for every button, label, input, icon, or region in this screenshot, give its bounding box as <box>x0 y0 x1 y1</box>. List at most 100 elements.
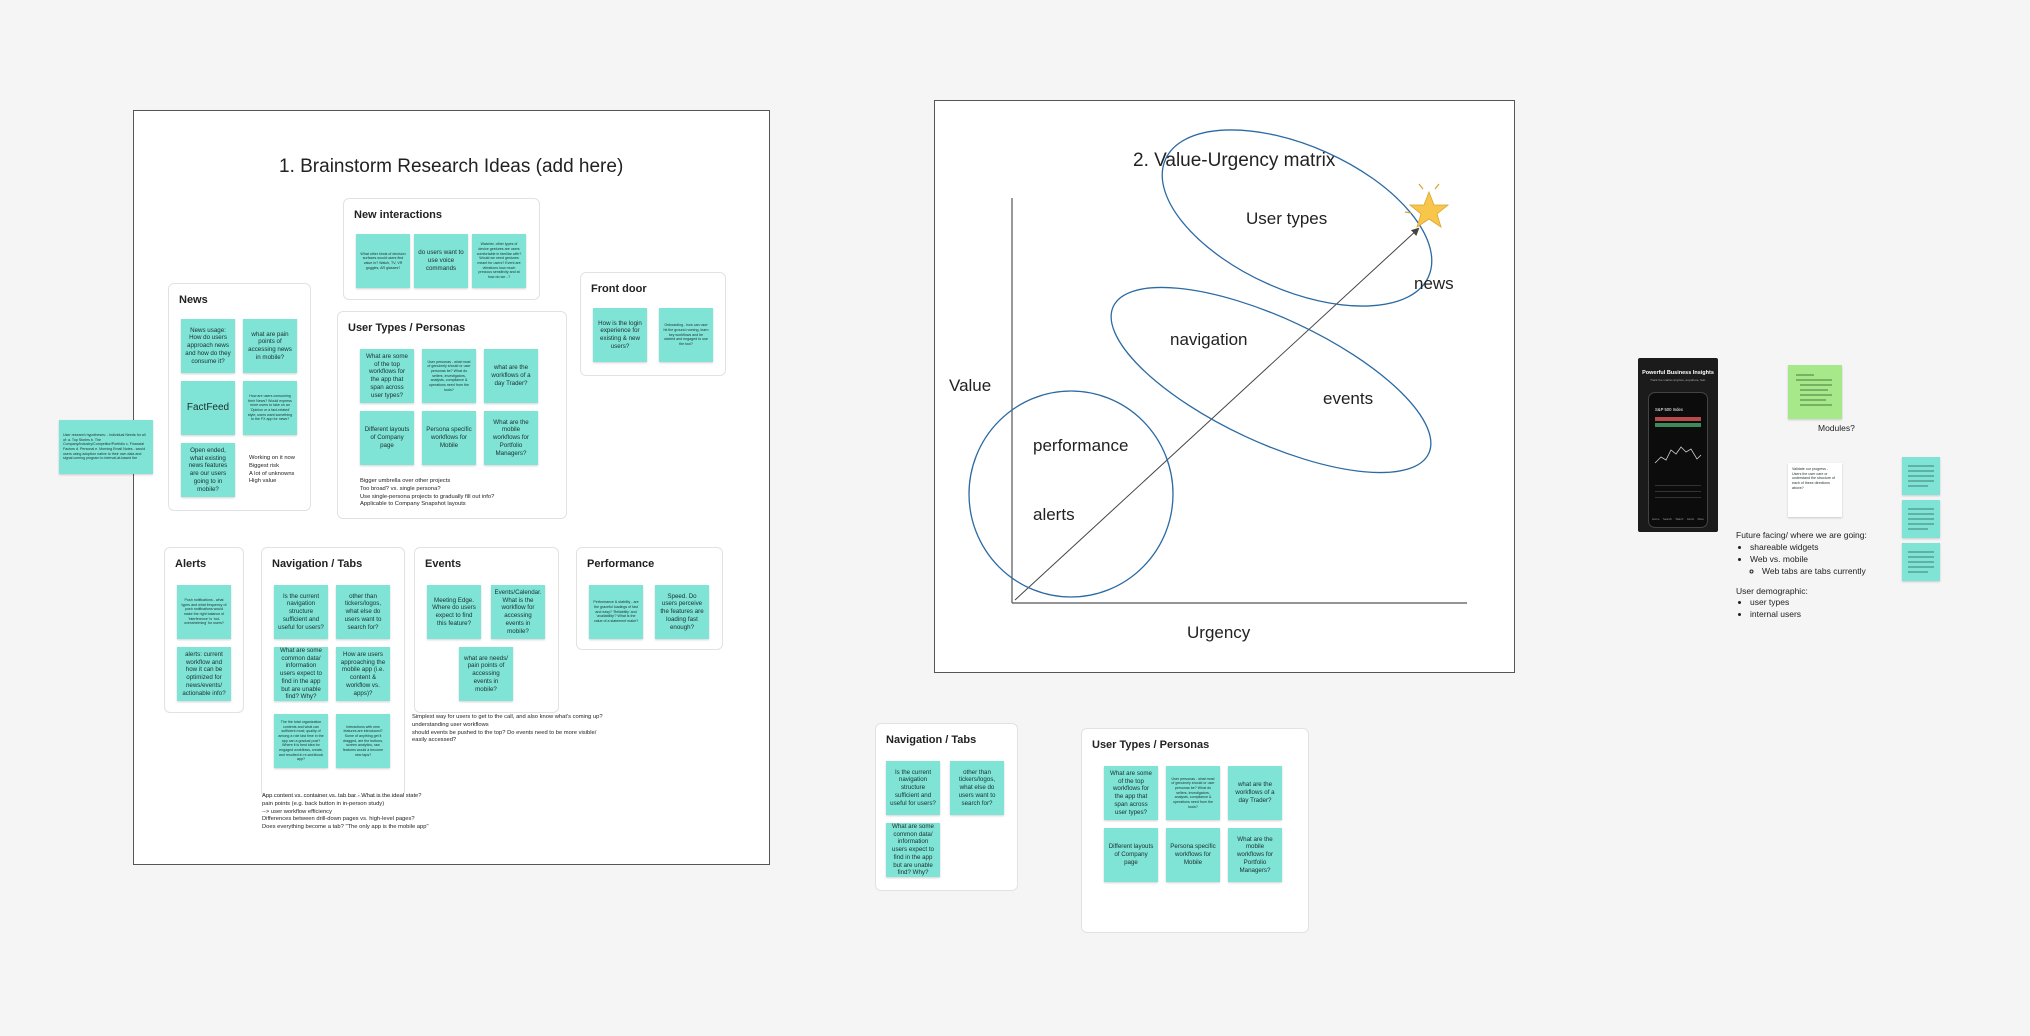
note-line: Working on it now <box>249 455 295 461</box>
sticky-note[interactable]: Onboarding - how can user hit the ground… <box>659 308 713 362</box>
sticky-note[interactable]: Persona specific workflows for Mobile <box>422 411 476 465</box>
note-line: --> user workflow efficiency <box>262 808 332 815</box>
star-icon <box>1408 190 1450 228</box>
section-events[interactable]: Events Meeting Edge. Where do users expe… <box>414 547 559 713</box>
sticky-note[interactable] <box>1902 457 1940 495</box>
section-user-types-copy[interactable]: User Types / Personas What are some of t… <box>1081 728 1309 933</box>
sticky-note[interactable]: Interactions with new features are intro… <box>336 714 390 768</box>
future-list: shareable widgets Web vs. mobile Web tab… <box>1736 542 1867 578</box>
sticky-note[interactable]: what are the workflows of a day Trader? <box>484 349 538 403</box>
sticky-note[interactable]: Is the current navigation structure suff… <box>886 761 940 815</box>
value-urgency-frame[interactable]: 2. Value-Urgency matrix Value Urgency Us… <box>934 100 1515 673</box>
note-line: Biggest risk <box>249 462 279 469</box>
sticky-note[interactable]: Speed. Do users perceive the features ar… <box>655 585 709 639</box>
sticky-note[interactable]: other than tickers/logos, what else do u… <box>336 585 390 639</box>
phone-title: Powerful Business Insights <box>1642 370 1714 376</box>
sticky-note[interactable]: Different layouts of Company page <box>1104 828 1158 882</box>
phone-nav-item: Search <box>1663 517 1672 521</box>
sticky-note[interactable]: Open ended, what existing news features … <box>181 443 235 497</box>
note-line: easily accessed? <box>412 737 457 744</box>
sticky-note[interactable]: Events/Calendar. What is the workflow fo… <box>491 585 545 639</box>
note-line: Does everything become a tab? "The only … <box>262 824 429 831</box>
section-title: User Types / Personas <box>348 322 466 334</box>
demographic-list: user types internal users <box>1736 597 1867 621</box>
section-title: Alerts <box>175 558 207 570</box>
sticky-note[interactable]: Meeting Edge. Where do users expect to f… <box>427 585 481 639</box>
label-navigation[interactable]: navigation <box>1170 330 1248 349</box>
sticky-note[interactable]: What are some of the top workflows for t… <box>1104 766 1158 820</box>
section-news[interactable]: News News usage: How do users approach n… <box>168 283 311 511</box>
sticky-note[interactable]: What are the mobile workflows for Portfo… <box>1228 828 1282 882</box>
note-line: App content vs. container vs. tab bar - … <box>262 793 422 799</box>
brainstorm-frame[interactable]: 1. Brainstorm Research Ideas (add here) … <box>133 110 770 865</box>
sticky-note[interactable]: Performance & stability - are the gracef… <box>589 585 643 639</box>
section-title: News <box>179 294 208 306</box>
future-item: shareable widgets <box>1750 542 1867 554</box>
hypotheses-sticky[interactable]: User research hypotheses: - Individual N… <box>59 420 153 474</box>
green-sticky[interactable] <box>1788 365 1842 419</box>
label-performance[interactable]: performance <box>1033 436 1129 455</box>
phone-chart <box>1654 446 1702 464</box>
sticky-note[interactable]: FactFeed <box>181 381 235 435</box>
section-user-types[interactable]: User Types / Personas What are some of t… <box>337 311 567 519</box>
sticky-note[interactable]: What are some common data/ information u… <box>886 823 940 877</box>
section-alerts[interactable]: Alerts Push notifications - what types a… <box>164 547 244 713</box>
sticky-note[interactable]: Different layouts of Company page <box>360 411 414 465</box>
phone-mockup[interactable]: Powerful Business Insights Track the mar… <box>1638 358 1718 532</box>
section-title: Performance <box>587 558 655 570</box>
sticky-note[interactable]: Persona specific workflows for Mobile <box>1166 828 1220 882</box>
label-alerts[interactable]: alerts <box>1033 505 1075 524</box>
section-performance[interactable]: Performance Performance & stability - ar… <box>576 547 723 650</box>
future-item-text: Web vs. mobile <box>1750 553 1808 564</box>
sticky-note[interactable]: alerts: current workflow and how it can … <box>177 647 231 701</box>
note-line: Too broad? vs. single persona? <box>360 485 441 492</box>
sticky-note[interactable]: what are the workflows of a day Trader? <box>1228 766 1282 820</box>
demographic-item: user types <box>1750 597 1867 609</box>
demographic-item: internal users <box>1750 609 1867 621</box>
phone-nav-item: Home <box>1652 517 1660 521</box>
future-item: Web vs. mobile Web tabs are tabs current… <box>1750 554 1867 578</box>
navigation-note: App content vs. container vs. tab bar - … <box>262 793 429 832</box>
sticky-note[interactable] <box>1902 543 1940 581</box>
y-axis-label: Value <box>949 376 992 395</box>
section-new-interactions[interactable]: New interactions What other kinds of dec… <box>343 198 540 300</box>
section-title: Navigation / Tabs <box>272 558 363 570</box>
sticky-note[interactable]: what are pain points of accessing news i… <box>243 319 297 373</box>
section-navigation-copy[interactable]: Navigation / Tabs Is the current navigat… <box>875 723 1018 891</box>
sticky-note[interactable]: What are some of the top workflows for t… <box>360 349 414 403</box>
section-navigation[interactable]: Navigation / Tabs Is the current navigat… <box>261 547 405 797</box>
sticky-note[interactable]: What other kinds of decision surfaces wo… <box>356 234 410 288</box>
future-title: Future facing/ where we are going: <box>1736 530 1867 540</box>
sticky-note[interactable]: How are users approaching the mobile app… <box>336 647 390 701</box>
sticky-note[interactable]: How is the login experience for existing… <box>593 308 647 362</box>
note-line: Applicable to Company Snapshot layouts <box>360 501 466 508</box>
sticky-note[interactable]: What are some common data/ information u… <box>274 647 328 701</box>
phone-nav: Home Search Watch Alerts More <box>1652 517 1704 521</box>
sticky-note[interactable]: User personas - what most of genuinely s… <box>1166 766 1220 820</box>
sticky-note[interactable]: What are the mobile workflows for Portfo… <box>484 411 538 465</box>
note-line: High value <box>249 478 277 485</box>
section-front-door[interactable]: Front door How is the login experience f… <box>580 272 726 376</box>
sticky-note[interactable]: Watcher, other types of device gestures … <box>472 234 526 288</box>
note-line: Bigger umbrella over other projects <box>360 478 451 484</box>
sticky-note[interactable]: User personas - what most of genuinely s… <box>422 349 476 403</box>
phone-ticker: S&P 500 Index <box>1655 407 1683 412</box>
sticky-note[interactable] <box>1902 500 1940 538</box>
sticky-note[interactable]: other than tickers/logos, what else do u… <box>950 761 1004 815</box>
sticky-note[interactable]: what are needs/ pain points of accessing… <box>459 647 513 701</box>
sticky-note[interactable]: Is the current navigation structure suff… <box>274 585 328 639</box>
sticky-note[interactable]: Push notifications - what types and what… <box>177 585 231 639</box>
sticky-note[interactable]: How are users consuming their News? Woul… <box>243 381 297 435</box>
label-user-types[interactable]: User types <box>1246 209 1328 228</box>
future-notes: Future facing/ where we are going: share… <box>1736 530 1867 621</box>
sticky-note[interactable]: do users want to use voice commands <box>414 234 468 288</box>
sticky-note[interactable]: The the total organization contents and … <box>274 714 328 768</box>
label-news[interactable]: news <box>1414 274 1454 293</box>
label-events[interactable]: events <box>1323 389 1374 408</box>
x-axis-label: Urgency <box>1187 623 1251 642</box>
white-sticky[interactable]: Validate our progress - Users the user c… <box>1788 463 1842 517</box>
sticky-note[interactable]: News usage: How do users approach news a… <box>181 319 235 373</box>
text-lines-icon <box>1908 508 1934 530</box>
text-lines-icon <box>1908 551 1934 573</box>
diagonal-arrow <box>1014 227 1420 601</box>
